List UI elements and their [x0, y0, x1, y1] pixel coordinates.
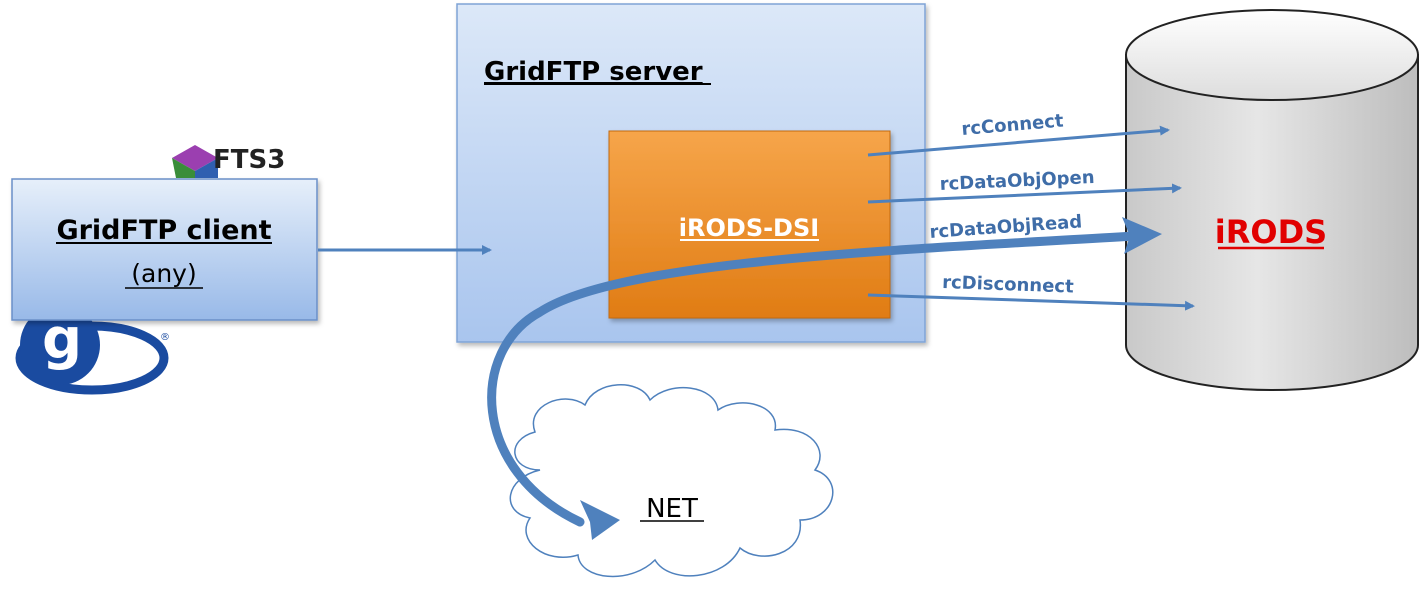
gridftp-client-title: GridFTP client: [56, 215, 271, 246]
api-call-arrows: [867, 125, 1195, 311]
gridftp-client: GridFTP client (any): [11, 178, 318, 321]
gridftp-client-subtitle: (any): [131, 259, 196, 288]
fts3-cube-right: [195, 158, 218, 178]
rcdataobjopen-label: rcDataObjOpen: [939, 167, 1095, 195]
globus-registered-mark: ®: [160, 332, 170, 343]
irods-dsi: iRODS-DSI: [608, 130, 891, 319]
fts3-logo: FTS3: [172, 145, 285, 178]
irods-cylinder-top: [1125, 9, 1419, 101]
globus-logo-disc: [20, 305, 100, 385]
rcdataobjopen-arrow: [867, 183, 1182, 204]
irods-dsi-title: iRODS-DSI: [679, 214, 819, 242]
fts3-cube-left: [172, 158, 195, 178]
net-label: NET: [646, 494, 698, 524]
irods-title: iRODS: [1215, 213, 1327, 251]
rcconnect-label: rcConnect: [961, 110, 1065, 140]
irods-cylinder-body: [1125, 54, 1419, 391]
data-read-arrow-curve: [487, 231, 1140, 527]
net-cloud-shape: [509, 384, 834, 578]
rcdisconnect-arrow: [867, 293, 1195, 311]
irods-dsi-box: [608, 130, 891, 319]
net-cloud: NET: [509, 384, 834, 578]
rcdisconnect-label: rcDisconnect: [942, 272, 1075, 298]
gridftp-server-title: GridFTP server: [484, 57, 703, 87]
fts3-logo-text: FTS3: [213, 145, 285, 175]
gridftp-client-box: [11, 178, 318, 321]
data-read-arrowhead-net: [580, 500, 620, 540]
irods-database: iRODS: [1125, 9, 1419, 391]
rcconnect-arrow: [867, 125, 1170, 157]
data-read-arrowhead-irods: [1122, 217, 1162, 254]
data-read-arrow: [487, 217, 1162, 540]
